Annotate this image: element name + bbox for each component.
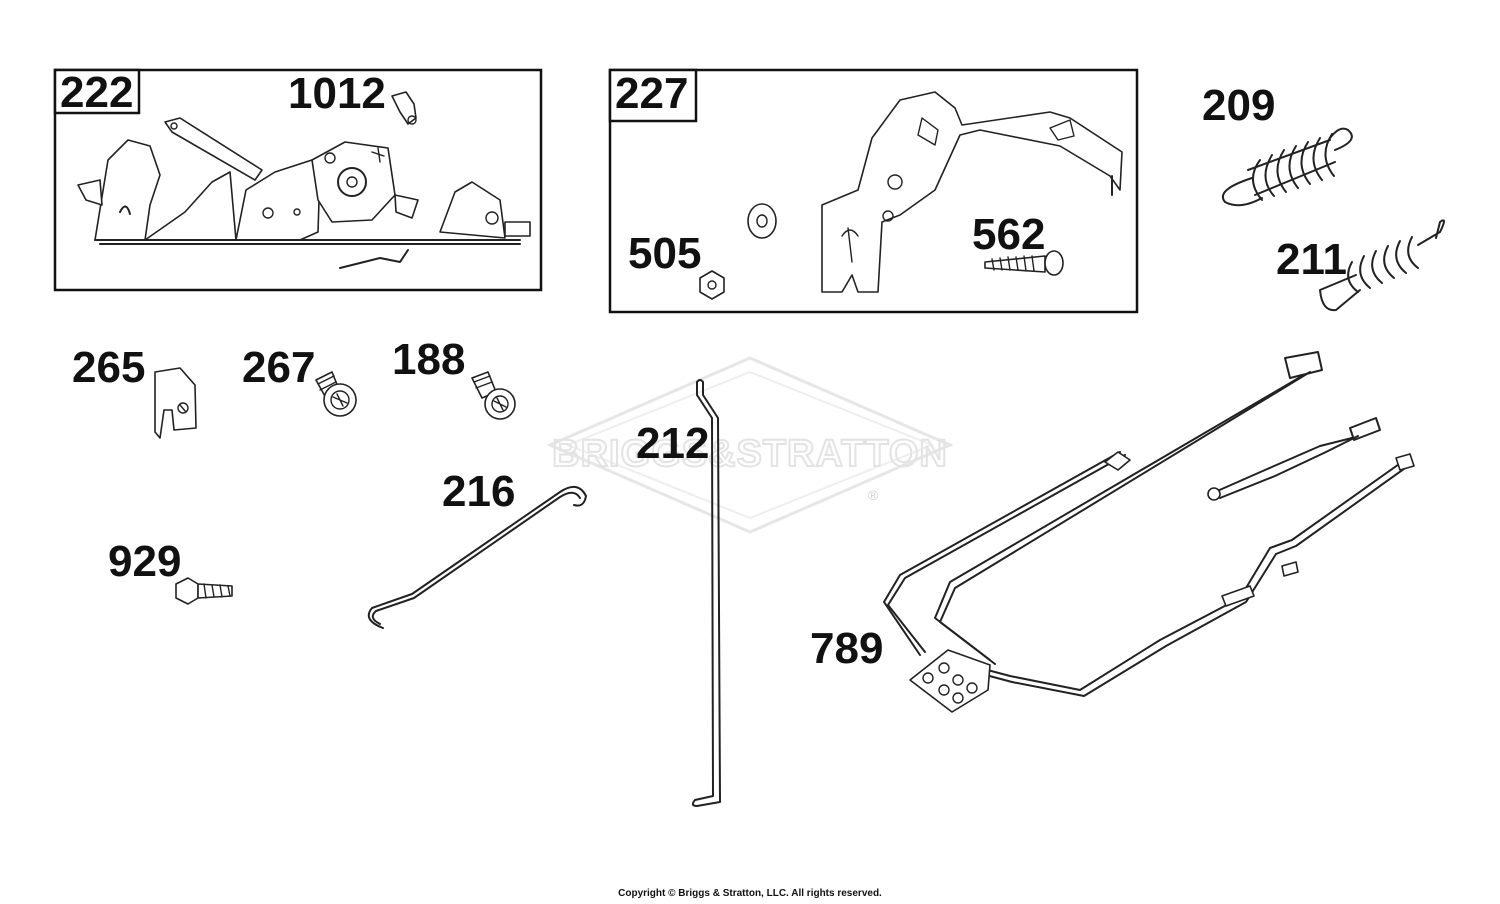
part-label-188: 188 <box>392 335 465 384</box>
part-label-216: 212 <box>636 419 709 468</box>
part-211-group[interactable]: 211 <box>1276 219 1445 312</box>
part-212-group[interactable]: 216 <box>367 467 587 629</box>
brand-watermark: BRIGGS&STRATTON ® <box>546 356 954 534</box>
part-222-frame <box>53 68 543 292</box>
link-rod-212 <box>367 485 587 629</box>
part-222-group[interactable]: 222 1012 <box>53 68 543 292</box>
part-label-227: 227 <box>615 69 688 118</box>
link-rod-216 <box>691 379 721 807</box>
part-label-212: 216 <box>442 467 515 516</box>
part-265-group[interactable]: 265 <box>72 343 197 439</box>
part-188-group[interactable]: 188 <box>392 335 516 420</box>
bolt-188 <box>471 371 516 420</box>
watermark-registered-mark: ® <box>868 487 879 503</box>
part-929-group[interactable]: 929 <box>108 537 233 605</box>
washer-505 <box>747 203 777 239</box>
part-label-211: 211 <box>1276 235 1347 284</box>
watermark-brand-text: BRIGGS&STRATTON <box>552 433 948 475</box>
part-209-group[interactable]: 209 <box>1202 81 1353 207</box>
part-227-frame <box>608 68 1139 314</box>
wire-harness-789 <box>883 351 1415 713</box>
part-label-505: 505 <box>628 229 701 278</box>
part-label-265: 265 <box>72 343 145 392</box>
nut-505 <box>699 270 725 300</box>
part-267-group[interactable]: 267 <box>242 343 357 417</box>
screw-562 <box>984 250 1064 276</box>
part-789-group[interactable]: 789 <box>810 351 1415 713</box>
part-216-group[interactable]: 212 <box>636 379 721 807</box>
part-label-209: 209 <box>1202 81 1275 130</box>
bolt-929 <box>175 577 233 605</box>
part-222-label-box <box>53 68 141 115</box>
part-label-222: 222 <box>60 68 133 117</box>
clip-265 <box>154 367 197 439</box>
bracket-227-illustration <box>821 91 1123 293</box>
spring-211 <box>1319 219 1445 312</box>
control-bracket-illustration <box>77 91 531 269</box>
part-label-1012: 1012 <box>288 69 386 118</box>
part-227-label-box <box>608 68 698 123</box>
copyright-footer: Copyright © Briggs & Stratton, LLC. All … <box>618 888 882 899</box>
bolt-267 <box>315 371 357 417</box>
spring-209 <box>1221 127 1353 207</box>
part-227-group[interactable]: 227 505 562 <box>608 68 1139 314</box>
part-label-562: 562 <box>972 210 1045 259</box>
part-label-267: 267 <box>242 343 315 392</box>
part-label-929: 929 <box>108 537 181 586</box>
part-label-789: 789 <box>810 624 883 673</box>
